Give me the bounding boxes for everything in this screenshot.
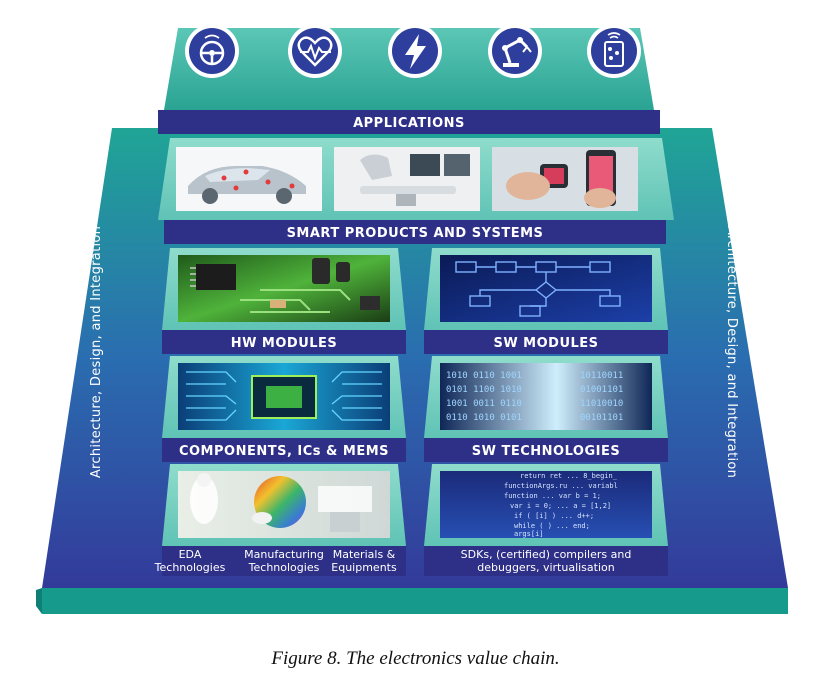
source-code-image (440, 471, 652, 538)
svg-text:0101 1100 1010: 0101 1100 1010 (446, 385, 522, 395)
hw-modules-label: HW MODULES (231, 336, 338, 351)
svg-text:11010010: 11010010 (580, 399, 623, 409)
applications-label: APPLICATIONS (353, 116, 465, 131)
manufacturing-label-line2: Technologies (248, 561, 320, 574)
value-chain-diagram: APPLICATIONS (36, 24, 788, 614)
sdk-label-line2: debuggers, virtualisation (477, 561, 614, 574)
svg-text:0110 1010 0101: 0110 1010 0101 (446, 413, 522, 423)
manufacturing-block: EDA Technologies Manufacturing Technolog… (154, 464, 406, 576)
smart-products-label: SMART PRODUCTS AND SYSTEMS (287, 226, 544, 241)
side-label-left: Architecture, Design, and Integration (89, 226, 104, 478)
figure-caption: Figure 8. The electronics value chain. (271, 648, 560, 669)
svg-text:function ... var b = 1;: function ... var b = 1; (504, 492, 601, 500)
sw-technologies-label: SW TECHNOLOGIES (472, 444, 620, 459)
svg-text:10110011: 10110011 (580, 371, 623, 381)
svg-text:args[i]: args[i] (514, 530, 544, 538)
sw-technologies-block: 1010 0110 1001 0101 1100 1010 1001 0011 … (424, 356, 668, 462)
flowchart-image (440, 255, 652, 322)
sdk-label-line1: SDKs, (certified) compilers and (461, 548, 632, 561)
binary-data-image (440, 363, 652, 430)
svg-text:1010 0110 1001: 1010 0110 1001 (446, 371, 522, 381)
svg-text:var i = 0; ... a = [1,2]: var i = 0; ... a = [1,2] (510, 502, 611, 510)
svg-text:while ( ) ... end;: while ( ) ... end; (514, 522, 590, 530)
sw-modules-block: SW MODULES (424, 248, 668, 354)
side-label-right: Architecture, Design, and Integration (724, 226, 739, 478)
svg-text:if ( [i] ) ... d++;: if ( [i] ) ... d++; (514, 512, 594, 520)
components-label: COMPONENTS, ICs & MEMS (179, 444, 389, 459)
svg-text:return ret ... 8_begin_: return ret ... 8_begin_ (520, 472, 618, 480)
materials-label-line2: Equipments (331, 561, 397, 574)
sdk-block: return ret ... 8_begin_ functionArgs.ru … (424, 464, 668, 576)
heartbeat-icon (288, 24, 342, 78)
components-block: COMPONENTS, ICs & MEMS (162, 356, 406, 462)
svg-text:functionArgs.ru ... variabl: functionArgs.ru ... variabl (504, 482, 618, 490)
hw-modules-block: HW MODULES (162, 248, 406, 354)
smart-products-tier: SMART PRODUCTS AND SYSTEMS (158, 138, 674, 244)
steering-wheel-icon (185, 24, 239, 78)
eda-label-line2: Technologies (154, 561, 226, 574)
robot-arm-icon (488, 24, 542, 78)
svg-text:00101101: 00101101 (580, 413, 623, 423)
sw-modules-label: SW MODULES (493, 336, 598, 351)
svg-text:1001 0011 0110: 1001 0011 0110 (446, 399, 522, 409)
svg-text:01001101: 01001101 (580, 385, 623, 395)
materials-label-line1: Materials & (333, 548, 396, 561)
smart-home-tablet-icon (587, 24, 641, 78)
eda-label-line1: EDA (179, 548, 202, 561)
manufacturing-label-line1: Manufacturing (244, 548, 324, 561)
lightning-icon (388, 24, 442, 78)
